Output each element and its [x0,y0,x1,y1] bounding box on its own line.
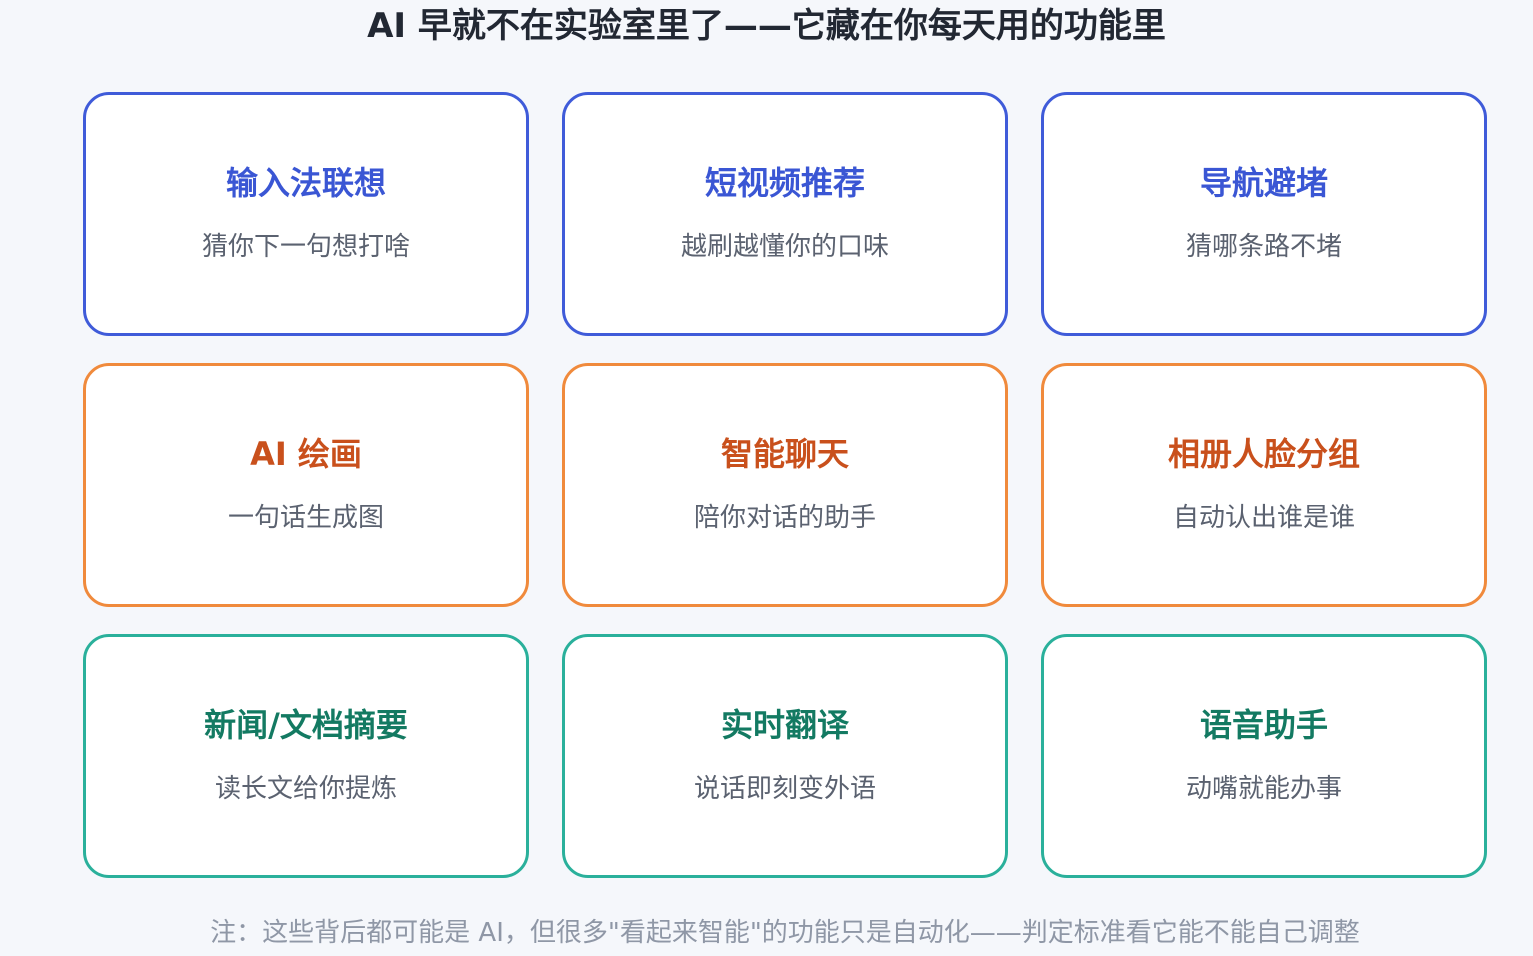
card-title: 智能聊天 [720,434,849,473]
card-subtitle: 说话即刻变外语 [693,773,876,804]
card-title: 短视频推荐 [704,163,865,202]
card-subtitle: 越刷越懂你的口味 [680,231,889,262]
footnote: 注：这些背后都可能是 AI，但很多"看起来智能"的功能只是自动化——判定标准看它… [210,918,1360,948]
card-title: 新闻/文档摘要 [204,705,408,744]
card-ai-painting: AI 绘画 一句话生成图 [83,363,529,607]
card-subtitle: 自动认出谁是谁 [1172,502,1355,533]
page-title: AI 早就不在实验室里了——它藏在你每天用的功能里 [367,6,1166,46]
card-title: 输入法联想 [225,163,386,202]
card-translation: 实时翻译 说话即刻变外语 [562,634,1008,878]
card-smart-chat: 智能聊天 陪你对话的助手 [562,363,1008,607]
card-subtitle: 猜你下一句想打啥 [201,231,410,262]
card-short-video: 短视频推荐 越刷越懂你的口味 [562,92,1008,336]
card-title: 导航避堵 [1199,163,1328,202]
card-face-grouping: 相册人脸分组 自动认出谁是谁 [1041,363,1487,607]
card-subtitle: 动嘴就能办事 [1185,773,1342,804]
feature-grid: 输入法联想 猜你下一句想打啥 短视频推荐 越刷越懂你的口味 导航避堵 猜哪条路不… [83,92,1487,878]
card-subtitle: 一句话生成图 [227,502,384,533]
card-subtitle: 猜哪条路不堵 [1185,231,1342,262]
card-title: AI 绘画 [250,434,362,473]
card-title: 实时翻译 [720,705,849,744]
card-navigation: 导航避堵 猜哪条路不堵 [1041,92,1487,336]
card-subtitle: 陪你对话的助手 [693,502,876,533]
card-summary: 新闻/文档摘要 读长文给你提炼 [83,634,529,878]
card-title: 语音助手 [1199,705,1328,744]
card-title: 相册人脸分组 [1167,434,1360,473]
card-subtitle: 读长文给你提炼 [214,773,397,804]
card-voice-assistant: 语音助手 动嘴就能办事 [1041,634,1487,878]
card-input-method: 输入法联想 猜你下一句想打啥 [83,92,529,336]
